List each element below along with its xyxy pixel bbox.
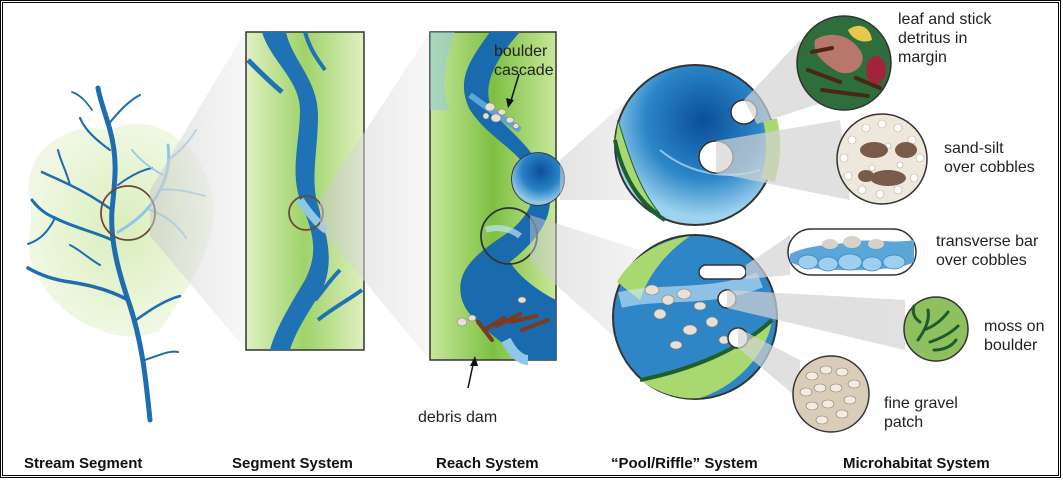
fine-gravel-circle [793,356,869,432]
label-moss: moss on boulder [984,317,1044,355]
caption-stream-segment: Stream Segment [24,455,142,472]
caption-pool-riffle-system: “Pool/Riffle” System [611,455,758,472]
caption-reach-system: Reach System [436,455,539,472]
label-debris-dam: debris dam [418,408,497,427]
label-boulder-cascade: boulder cascade [494,42,554,80]
leaf-detritus-circle [797,16,891,110]
transverse-bar-pill [788,229,916,275]
riffle-circle [613,235,777,399]
label-leaf-detritus: leaf and stick detritus in margin [898,10,991,67]
reach-system-panel [430,32,564,388]
label-transverse-bar: transverse bar over cobbles [936,232,1038,270]
moss-circle [904,297,968,361]
label-fine-gravel: fine gravel patch [884,394,958,432]
caption-segment-system: Segment System [232,455,353,472]
caption-microhabitat-system: Microhabitat System [843,455,990,472]
sand-silt-circle [837,114,927,204]
label-sand-silt: sand-silt over cobbles [944,139,1035,177]
